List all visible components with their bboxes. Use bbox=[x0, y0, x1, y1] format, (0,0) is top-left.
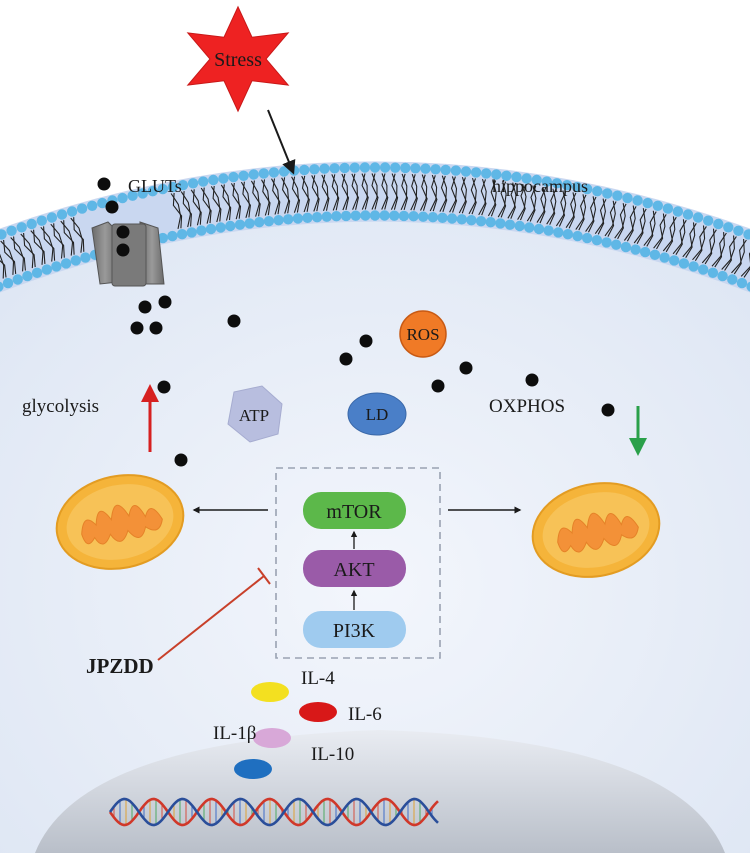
dna-helix-icon bbox=[108, 797, 439, 827]
mitochondria-icon-left bbox=[55, 474, 185, 570]
hippocampus-label: hippocampus bbox=[492, 176, 588, 196]
il4-ellipse bbox=[251, 682, 289, 702]
il10-ellipse bbox=[234, 759, 272, 779]
glucose-dot bbox=[116, 243, 130, 257]
glucose-transporter-icon bbox=[91, 221, 165, 287]
ld-label: LD bbox=[366, 405, 389, 424]
signaling-pathway-box bbox=[275, 467, 441, 659]
il10-label: IL-10 bbox=[311, 744, 354, 765]
ros-circle bbox=[399, 310, 447, 358]
il1b-label: IL-1β bbox=[213, 723, 256, 744]
glycolysis-label: glycolysis bbox=[22, 396, 99, 417]
akt-pill bbox=[303, 550, 406, 587]
atp-label: ATP bbox=[239, 406, 269, 425]
il1b-ellipse bbox=[253, 728, 291, 748]
glucose-dot bbox=[158, 295, 172, 309]
oxphos-label: OXPHOS bbox=[489, 396, 565, 417]
mtor-pill bbox=[303, 492, 406, 529]
glucose-dot bbox=[525, 373, 539, 387]
il6-label: IL-6 bbox=[348, 704, 382, 725]
glucose-dot bbox=[431, 379, 445, 393]
glycolysis-up-arrow bbox=[141, 384, 159, 452]
glucose-dot bbox=[116, 225, 130, 239]
glucose-dot bbox=[174, 453, 188, 467]
glucose-dot bbox=[459, 361, 473, 375]
glucose-dot bbox=[130, 321, 144, 335]
ros-label: ROS bbox=[406, 325, 439, 344]
akt-label: AKT bbox=[333, 559, 374, 581]
pi3k-pill bbox=[303, 611, 406, 648]
glucose-dot bbox=[339, 352, 353, 366]
il4-label: IL-4 bbox=[301, 668, 335, 689]
glucose-dot bbox=[105, 200, 119, 214]
glucose-dot bbox=[601, 403, 615, 417]
glucose-dot bbox=[227, 314, 241, 328]
stress-arrow bbox=[267, 109, 296, 175]
mtor-label: mTOR bbox=[326, 501, 382, 523]
ld-ellipse bbox=[347, 392, 407, 436]
stress-label: Stress bbox=[214, 49, 262, 71]
glucose-dot bbox=[359, 334, 373, 348]
gluts-label: GLUTs bbox=[128, 176, 182, 196]
atp-hexagon bbox=[227, 385, 283, 443]
glucose-molecules bbox=[97, 177, 615, 467]
mitochondria-icon-right bbox=[531, 482, 661, 578]
glucose-dot bbox=[149, 321, 163, 335]
jpzdd-label: JPZDD bbox=[86, 654, 154, 678]
glucose-dot bbox=[138, 300, 152, 314]
glucose-dot bbox=[97, 177, 111, 191]
jpzdd-inhibition-line bbox=[157, 567, 271, 661]
stress-star-icon bbox=[186, 5, 290, 113]
pi3k-label: PI3K bbox=[333, 620, 376, 642]
oxphos-down-arrow bbox=[629, 406, 647, 456]
glucose-dot bbox=[157, 380, 171, 394]
il6-ellipse bbox=[299, 702, 337, 722]
